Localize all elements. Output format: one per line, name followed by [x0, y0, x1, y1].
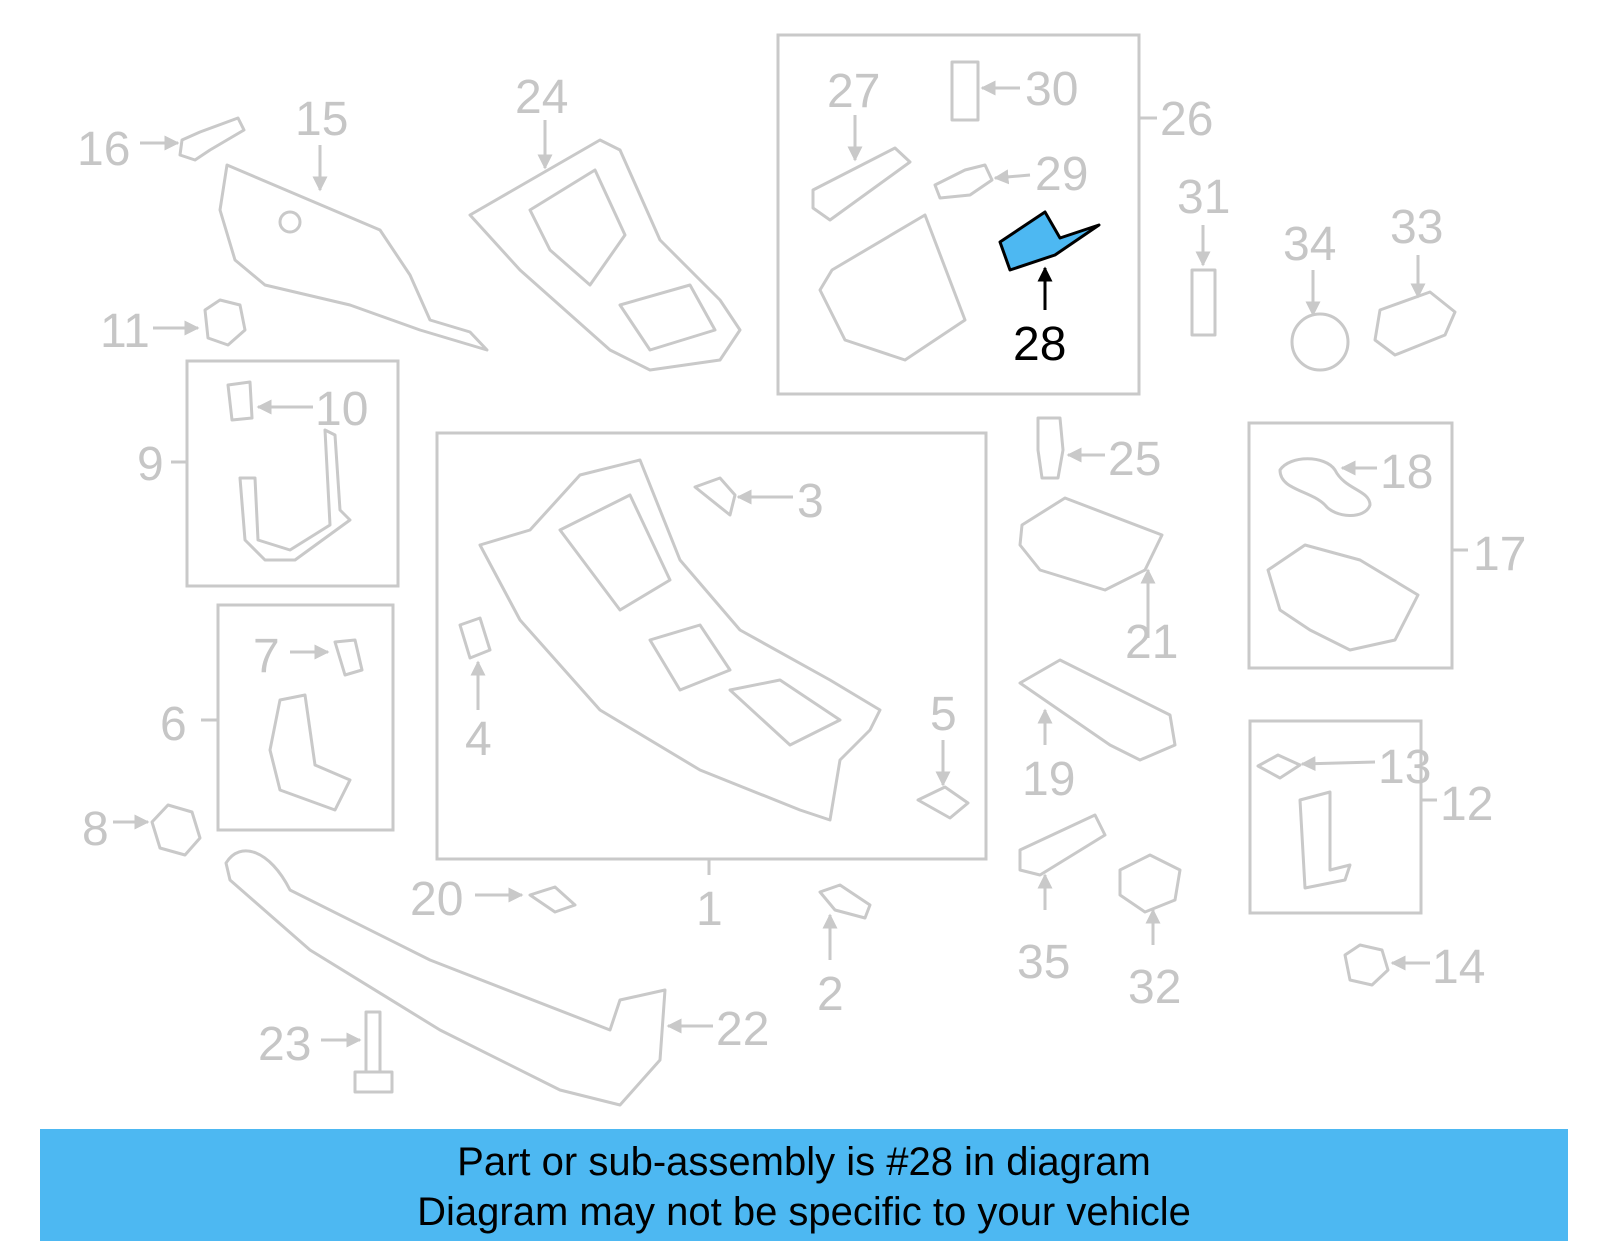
part-17-insert-shape [1266, 543, 1420, 652]
group-box-1 [435, 431, 988, 861]
part-2-shape [818, 883, 872, 920]
label-20: 20 [410, 873, 463, 926]
part-15-shape [218, 163, 489, 352]
group-box-9 [185, 359, 400, 588]
part-29-shape [933, 163, 994, 200]
part-23-shape [364, 1010, 382, 1074]
part-4-shape [458, 616, 492, 660]
part-8-shape [150, 803, 202, 857]
label-24: 24 [515, 71, 568, 124]
info-banner: Part or sub-assembly is #28 in diagram D… [40, 1129, 1568, 1241]
label-12: 12 [1440, 778, 1493, 831]
label-18: 18 [1380, 446, 1433, 499]
part-7-shape [333, 638, 364, 677]
label-7: 7 [253, 630, 280, 683]
label-1: 1 [696, 883, 723, 936]
part-12-bracket-shape [1298, 790, 1352, 890]
label-23: 23 [258, 1018, 311, 1071]
label-26: 26 [1160, 93, 1213, 146]
group-box-26 [776, 33, 1141, 396]
label-6: 6 [160, 698, 187, 751]
part-10-shape [226, 380, 254, 422]
label-28: 28 [1013, 318, 1066, 371]
part-28-shape [998, 210, 1101, 272]
label-9: 9 [137, 438, 164, 491]
label-3: 3 [797, 475, 824, 528]
part-19-shape [1018, 658, 1177, 762]
part-16-shape [178, 116, 246, 162]
part-22-shape [224, 849, 667, 1107]
label-13: 13 [1378, 741, 1431, 794]
part-27-shape [811, 146, 912, 222]
label-10: 10 [315, 383, 368, 436]
part-21-shape [1018, 496, 1164, 592]
part-1-shape [478, 458, 882, 822]
label-22: 22 [716, 1003, 769, 1056]
label-14: 14 [1432, 941, 1485, 994]
label-30: 30 [1025, 63, 1078, 116]
label-21: 21 [1125, 616, 1178, 669]
part-6-shape [268, 693, 352, 812]
label-34: 34 [1283, 218, 1336, 271]
part-3-shape [693, 476, 737, 517]
label-17: 17 [1473, 528, 1526, 581]
label-27: 27 [827, 65, 880, 118]
label-19: 19 [1022, 753, 1075, 806]
group-box-6 [216, 603, 395, 832]
label-35: 35 [1017, 936, 1070, 989]
label-32: 32 [1128, 961, 1181, 1014]
label-2: 2 [817, 968, 844, 1021]
label-25: 25 [1108, 433, 1161, 486]
part-11-shape [203, 298, 247, 347]
part-18-shape [1278, 457, 1372, 517]
label-11: 11 [100, 305, 150, 358]
label-5: 5 [930, 688, 957, 741]
part-14-shape [1343, 943, 1390, 987]
part-5-shape [916, 785, 970, 820]
part-13-shape [1256, 753, 1302, 780]
label-4: 4 [465, 713, 492, 766]
part-26-bracket-shape [818, 213, 967, 362]
label-33: 33 [1390, 201, 1443, 254]
part-25-shape [1036, 416, 1065, 480]
part-24-shape [468, 138, 742, 372]
label-31: 31 [1177, 171, 1230, 224]
label-29: 29 [1035, 148, 1088, 201]
part-30-shape [950, 60, 980, 122]
part-32-shape [1118, 853, 1182, 914]
part-35-shape [1018, 813, 1107, 877]
group-box-12 [1248, 719, 1423, 915]
label-16: 16 [77, 123, 130, 176]
part-9-shape [238, 428, 352, 562]
part-20-shape [528, 885, 577, 914]
banner-line-part: Part or sub-assembly is #28 in diagram [457, 1140, 1151, 1184]
part-31-shape [1190, 268, 1217, 337]
part-33-shape [1373, 290, 1457, 357]
group-box-17 [1247, 421, 1454, 670]
part-34-shape [1290, 312, 1350, 372]
label-8: 8 [82, 803, 109, 856]
banner-line-disclaimer: Diagram may not be specific to your vehi… [417, 1190, 1191, 1234]
label-15: 15 [295, 93, 348, 146]
